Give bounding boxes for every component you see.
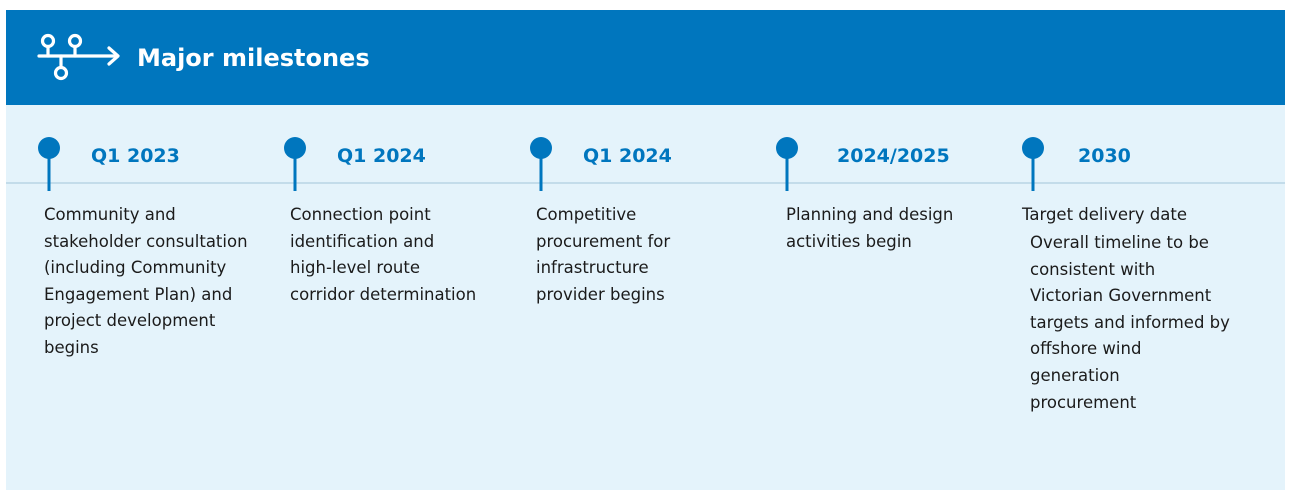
milestone-description: Planning and design activities begin	[786, 205, 954, 251]
timeline-track	[6, 182, 1285, 184]
map-pin-icon	[38, 137, 60, 191]
milestone-description: Community and stakeholder consultation (…	[44, 205, 248, 357]
milestone-2: Q1 2024 Connection point identification …	[252, 10, 496, 395]
milestone-note: Overall timeline to be consistent with V…	[1030, 233, 1230, 412]
milestone-1: Q1 2023 Community and stakeholder consul…	[6, 10, 250, 395]
map-pin-icon	[1022, 137, 1044, 191]
milestone-date: Q1 2024	[337, 145, 426, 167]
map-pin-icon	[284, 137, 306, 191]
milestones-header: Major milestones	[6, 10, 1285, 105]
milestone-3: Q1 2024 Competitive procurement for infr…	[498, 10, 742, 395]
milestone-description: Connection point identification and high…	[290, 205, 477, 304]
milestones-panel: Major milestones Q1 2023 Community and s…	[6, 10, 1285, 490]
page-title: Major milestones	[137, 44, 370, 72]
milestone-date: Q1 2023	[91, 145, 180, 167]
map-pin-icon	[530, 137, 552, 191]
milestone-4: 2024/2025 Planning and design activities…	[744, 10, 988, 395]
milestone-date: 2024/2025	[837, 145, 950, 167]
milestone-date: Q1 2024	[583, 145, 672, 167]
timeline-strip	[6, 105, 1285, 215]
milestone-description: Target delivery date	[1022, 205, 1187, 224]
map-pin-icon	[776, 137, 798, 191]
milestone-description: Competitive procurement for infrastructu…	[536, 205, 671, 304]
roadmap-icon	[37, 33, 120, 81]
milestone-date: 2030	[1078, 145, 1131, 167]
milestone-5: 2030 Target delivery date Overall timeli…	[990, 10, 1234, 412]
